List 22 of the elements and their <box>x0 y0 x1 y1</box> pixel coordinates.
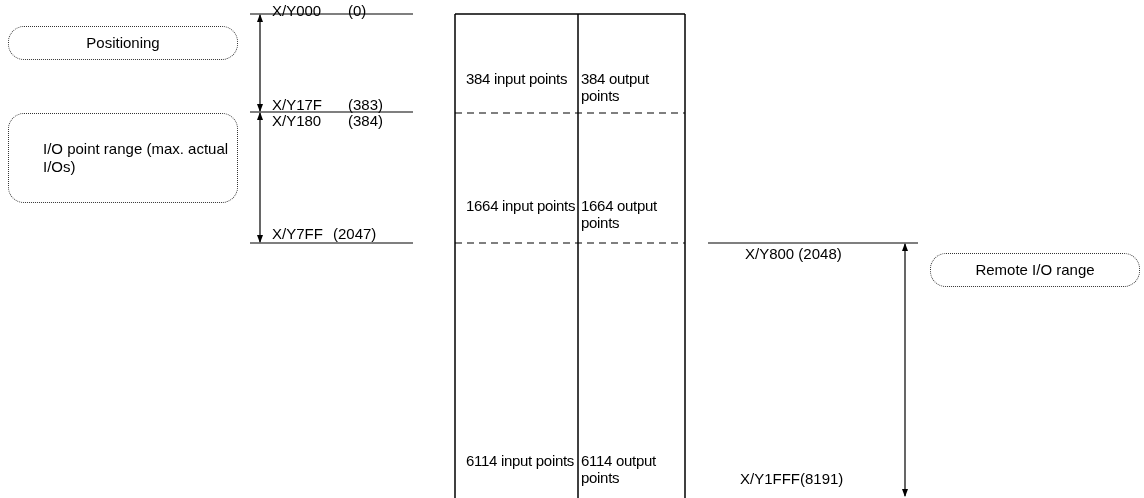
address-label: X/Y180 <box>272 112 323 129</box>
address-label: (0) <box>348 2 368 19</box>
box-label: I/O point range (max. actual I/Os) <box>43 140 230 176</box>
box-label: Positioning <box>86 34 160 52</box>
point-count-label: 384 input points <box>466 70 569 87</box>
address-label: X/Y7FF <box>272 225 324 242</box>
point-count-label: 6114 input points <box>466 452 576 469</box>
box-label: Remote I/O range <box>975 261 1095 279</box>
point-count-label: 1664 output points <box>581 197 658 231</box>
address-label: X/Y1FFF(8191) <box>740 470 845 487</box>
address-label: (383) <box>348 96 385 113</box>
point-count-label: 1664 input points <box>466 197 576 214</box>
address-label: X/Y17F <box>272 96 324 113</box>
point-count-label: 6114 output points <box>581 452 657 486</box>
dotted-rounded-box <box>8 113 238 203</box>
dotted-rounded-box <box>930 253 1140 287</box>
point-count-label: 384 output points <box>581 70 650 104</box>
address-label: X/Y800 (2048) <box>745 245 843 262</box>
dotted-rounded-box <box>8 26 238 60</box>
address-label: X/Y000 <box>272 2 323 19</box>
address-label: (2047) <box>333 225 378 242</box>
address-label: (384) <box>348 112 385 129</box>
